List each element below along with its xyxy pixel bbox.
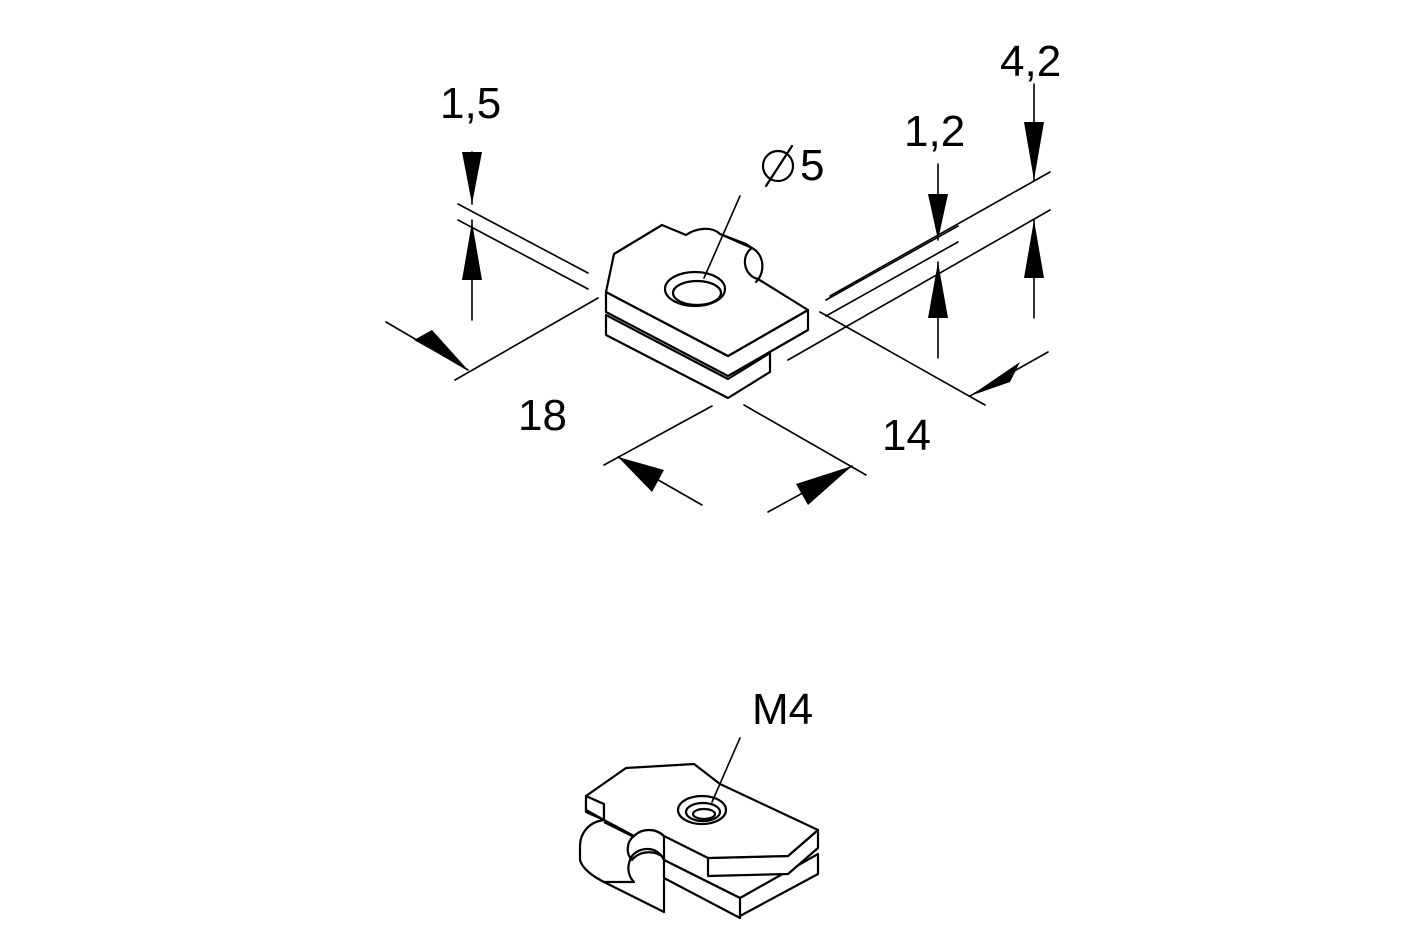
thread-leader [711, 737, 741, 803]
upper-nut [604, 195, 810, 400]
label-hole-diameter: 5 [800, 141, 824, 190]
label-thread: M4 [752, 685, 813, 734]
dim-length: 18 [385, 297, 1049, 440]
upper-nut-hole-inner [671, 279, 723, 307]
dim-width: 14 [603, 404, 931, 513]
lower-nut-bottom-side [662, 858, 742, 920]
upper-nut-notch [718, 232, 764, 284]
dim-thickness-right: 1,2 [825, 107, 965, 359]
upper-nut-bottom-plate [604, 313, 772, 400]
diameter-icon [761, 144, 795, 188]
lower-nut: M4 [578, 685, 820, 920]
label-height-right: 4,2 [1000, 37, 1061, 86]
label-width: 14 [882, 411, 931, 460]
dim-hole-diameter: 5 [761, 141, 824, 190]
diameter-leader [703, 195, 741, 279]
dim-height-right: 4,2 [787, 37, 1061, 361]
label-thickness-right: 1,2 [904, 107, 965, 156]
label-length: 18 [518, 391, 567, 440]
dim-thickness-left: 1,5 [440, 79, 589, 321]
label-thickness-left: 1,5 [440, 79, 501, 128]
